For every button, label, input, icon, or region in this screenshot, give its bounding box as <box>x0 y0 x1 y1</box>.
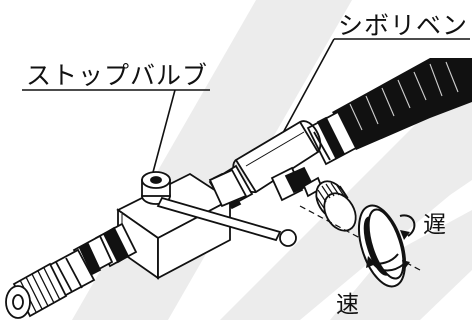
fast-label: 速 <box>336 292 359 318</box>
leader-lines <box>22 38 470 177</box>
stop-valve-block <box>116 172 232 280</box>
throttle-knob-assembly <box>270 166 324 202</box>
hose-fitting <box>306 110 358 166</box>
quick-coupler <box>5 262 68 319</box>
throttle-valve-label: シボリベン <box>338 11 469 40</box>
rotation-disc <box>357 204 407 288</box>
stop-valve-lever <box>156 196 297 247</box>
hose <box>332 58 472 150</box>
slow-label: 遅 <box>423 212 446 238</box>
throttle-knob <box>315 180 357 232</box>
stop-valve-label: ストップバルブ <box>26 61 209 90</box>
center-fitting <box>208 168 248 208</box>
rotation-arrows <box>366 214 416 272</box>
